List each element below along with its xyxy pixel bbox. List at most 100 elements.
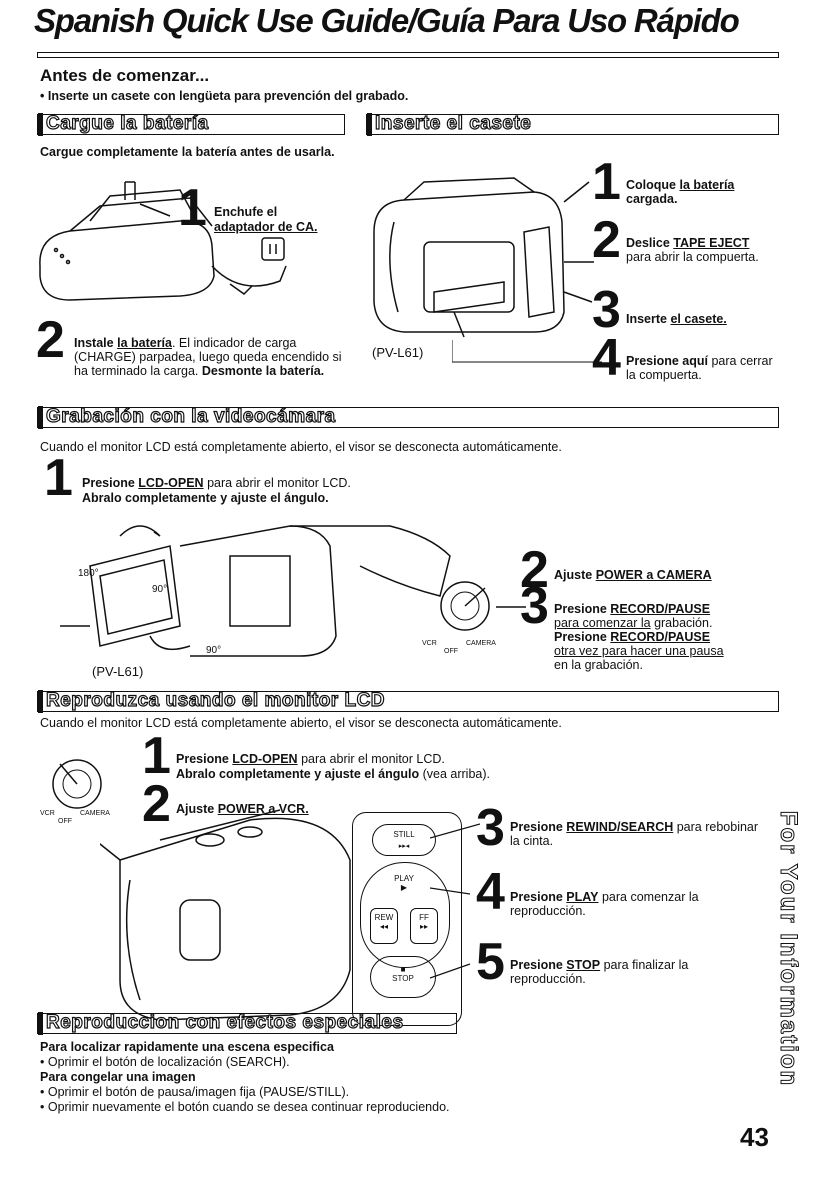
reproduzca-step1-number: 1: [142, 727, 171, 785]
reproduzca-step5-number: 5: [476, 933, 505, 991]
cargue-intro: Cargue completamente la batería antes de…: [40, 145, 335, 159]
ff-button[interactable]: FF▸▸: [410, 908, 438, 944]
inserte-step2-text: Deslice TAPE EJECT para abrir la compuer…: [626, 236, 776, 264]
power-dial-vcr: [52, 759, 102, 809]
camcorder-cassette-illustration: [373, 177, 594, 338]
grab-s1-c: para abrir el monitor LCD.: [207, 476, 351, 490]
rep-s5-a: Presione: [510, 958, 563, 972]
rep-s4-b: PLAY: [566, 890, 599, 904]
reproduzca-step3-text: Presione REWIND/SEARCH para rebobinar la…: [510, 820, 760, 848]
rep-s4-a: Presione: [510, 890, 563, 904]
control-panel: [352, 812, 462, 1026]
grab-s1-a: Presione: [82, 476, 135, 490]
efectos-line2: • Oprimir el botón de localización (SEAR…: [40, 1055, 290, 1069]
reproduzca-step2-text: Ajuste POWER a VCR.: [176, 802, 309, 816]
antes-bullet: • Inserte un casete con lengüeta para pr…: [40, 89, 409, 103]
reproduzca-step1-line2: Abralo completamente y ajuste el ángulo …: [176, 767, 490, 781]
grab-s1-b: LCD-OPEN: [138, 476, 204, 490]
cargue-step2-number: 2: [36, 311, 65, 369]
efectos-header-text: Reproduccion con efectos especiales: [45, 1011, 404, 1033]
grab-s3-h: en la grabación.: [554, 658, 643, 672]
play-label: PLAY: [394, 874, 414, 883]
grab-vcr-label: VCR: [422, 640, 437, 647]
reproduzca-step4-number: 4: [476, 863, 505, 921]
cargue-step2-d: Desmonte la batería.: [201, 364, 325, 378]
inserte-step1-text: Coloque la batería cargada.: [626, 178, 786, 206]
efectos-line1: Para localizar rapidamente una escena es…: [40, 1040, 334, 1054]
grabacion-step1-line2: Abralo completamente y ajuste el ángulo.: [82, 491, 329, 505]
grab-s3-a: Presione: [554, 602, 607, 616]
cargue-step2-a: Instale: [74, 336, 114, 350]
inserte-s1-a: Coloque: [626, 178, 676, 192]
grab-s3-g: otra vez para hacer una pausa: [554, 644, 724, 658]
inserte-step1-number: 1: [592, 153, 621, 211]
grab-s2-b: POWER a CAMERA: [595, 568, 712, 582]
cargue-step1-number: 1: [178, 179, 207, 237]
stop-button[interactable]: ■STOP: [370, 956, 436, 998]
efectos-line5: • Oprimir nuevamente el botón cuando se …: [40, 1100, 450, 1114]
inserte-s2-a: Deslice: [626, 236, 670, 250]
inserte-step2-number: 2: [592, 211, 621, 269]
grabacion-header: Grabación con la videocámara: [37, 405, 779, 429]
rep-s3-c: para rebobinar la cinta.: [510, 820, 759, 848]
rep-s1-b: LCD-OPEN: [232, 752, 298, 766]
title-rule: [37, 52, 779, 58]
rew-button[interactable]: REW◂◂: [370, 908, 398, 944]
grabacion-90-label-b: 90°: [206, 645, 222, 656]
grabacion-step1-number: 1: [44, 449, 73, 507]
charger-illustration: [39, 181, 287, 301]
grabacion-step3-text: Presione RECORD/PAUSE para comenzar la g…: [554, 602, 774, 672]
grabacion-180-label: 180°: [78, 568, 99, 579]
rep-s1-d: Abralo completamente y ajuste el ángulo: [176, 767, 420, 781]
inserte-s3-b: el casete.: [670, 312, 727, 326]
camcorder-playback-illustration: [100, 809, 351, 1021]
side-tab: For Your Information: [764, 790, 808, 1108]
inserte-s2-b: TAPE EJECT: [673, 236, 750, 250]
transport-ring: [360, 862, 450, 968]
inserte-step4-text: Presione aquí para cerrar la compuerta.: [626, 354, 776, 382]
cargue-step2-c: . El indicador de carga (CHARGE) parpade…: [74, 336, 342, 378]
grab-camera-label: CAMERA: [466, 640, 496, 647]
cargue-step2-text: Instale la batería. El indicador de carg…: [74, 336, 344, 378]
inserte-s2-c: para abrir la compuerta.: [626, 250, 759, 264]
reproduzca-step3-number: 3: [476, 799, 505, 857]
inserte-s1-b: la batería: [679, 178, 735, 192]
cargue-header-text: Cargue la batería: [45, 112, 209, 134]
cargue-step2-b: la batería: [117, 336, 172, 350]
inserte-callout-line: [452, 340, 602, 363]
antes-heading: Antes de comenzar...: [40, 66, 210, 85]
rep-vcr-label: VCR: [40, 810, 55, 817]
inserte-header-text: Inserte el casete: [374, 112, 532, 134]
cargue-header: Cargue la batería: [37, 112, 345, 136]
grabacion-header-text: Grabación con la videocámara: [45, 405, 336, 427]
efectos-line3: Para congelar una imagen: [40, 1070, 196, 1084]
grab-s3-d: grabación.: [654, 616, 713, 630]
rep-s3-b: REWIND/SEARCH: [566, 820, 674, 834]
inserte-step3-number: 3: [592, 281, 621, 339]
rep-s1-e: (vea arriba).: [422, 767, 490, 781]
cargue-step1-line1: Enchufe el: [214, 205, 278, 219]
rep-s5-b: STOP: [566, 958, 601, 972]
inserte-s4-a: Presione aquí: [626, 354, 708, 368]
grabacion-model: (PV-L61): [92, 664, 144, 679]
rep-s2-b: POWER a VCR.: [217, 802, 309, 816]
play-button[interactable]: PLAY▶: [388, 874, 420, 892]
rep-s1-c: para abrir el monitor LCD.: [301, 752, 445, 766]
page-number: 43: [740, 1122, 769, 1152]
grab-s2-a: Ajuste: [554, 568, 593, 582]
still-button[interactable]: STILL▸▸◂: [372, 824, 436, 856]
grab-s3-b: RECORD/PAUSE: [610, 602, 711, 616]
grabacion-step3-number: 3: [520, 577, 549, 635]
efectos-line4: • Oprimir el botón de pausa/imagen fija …: [40, 1085, 350, 1099]
grabacion-dash: [496, 606, 526, 608]
side-tab-text: For Your Information: [775, 810, 803, 1088]
inserte-s3-a: Inserte: [626, 312, 667, 326]
grab-s3-c: para comenzar la: [554, 616, 651, 630]
grabacion-note: Cuando el monitor LCD está completamente…: [40, 440, 562, 454]
inserte-header: Inserte el casete: [366, 112, 779, 136]
reproduzca-step2-number: 2: [142, 775, 171, 833]
reproduzca-note: Cuando el monitor LCD está completamente…: [40, 716, 562, 730]
rep-s5-c: para finalizar la reproducción.: [510, 958, 689, 986]
reproduzca-step4-text: Presione PLAY para comenzar la reproducc…: [510, 890, 750, 918]
ff-label: FF: [419, 913, 429, 922]
